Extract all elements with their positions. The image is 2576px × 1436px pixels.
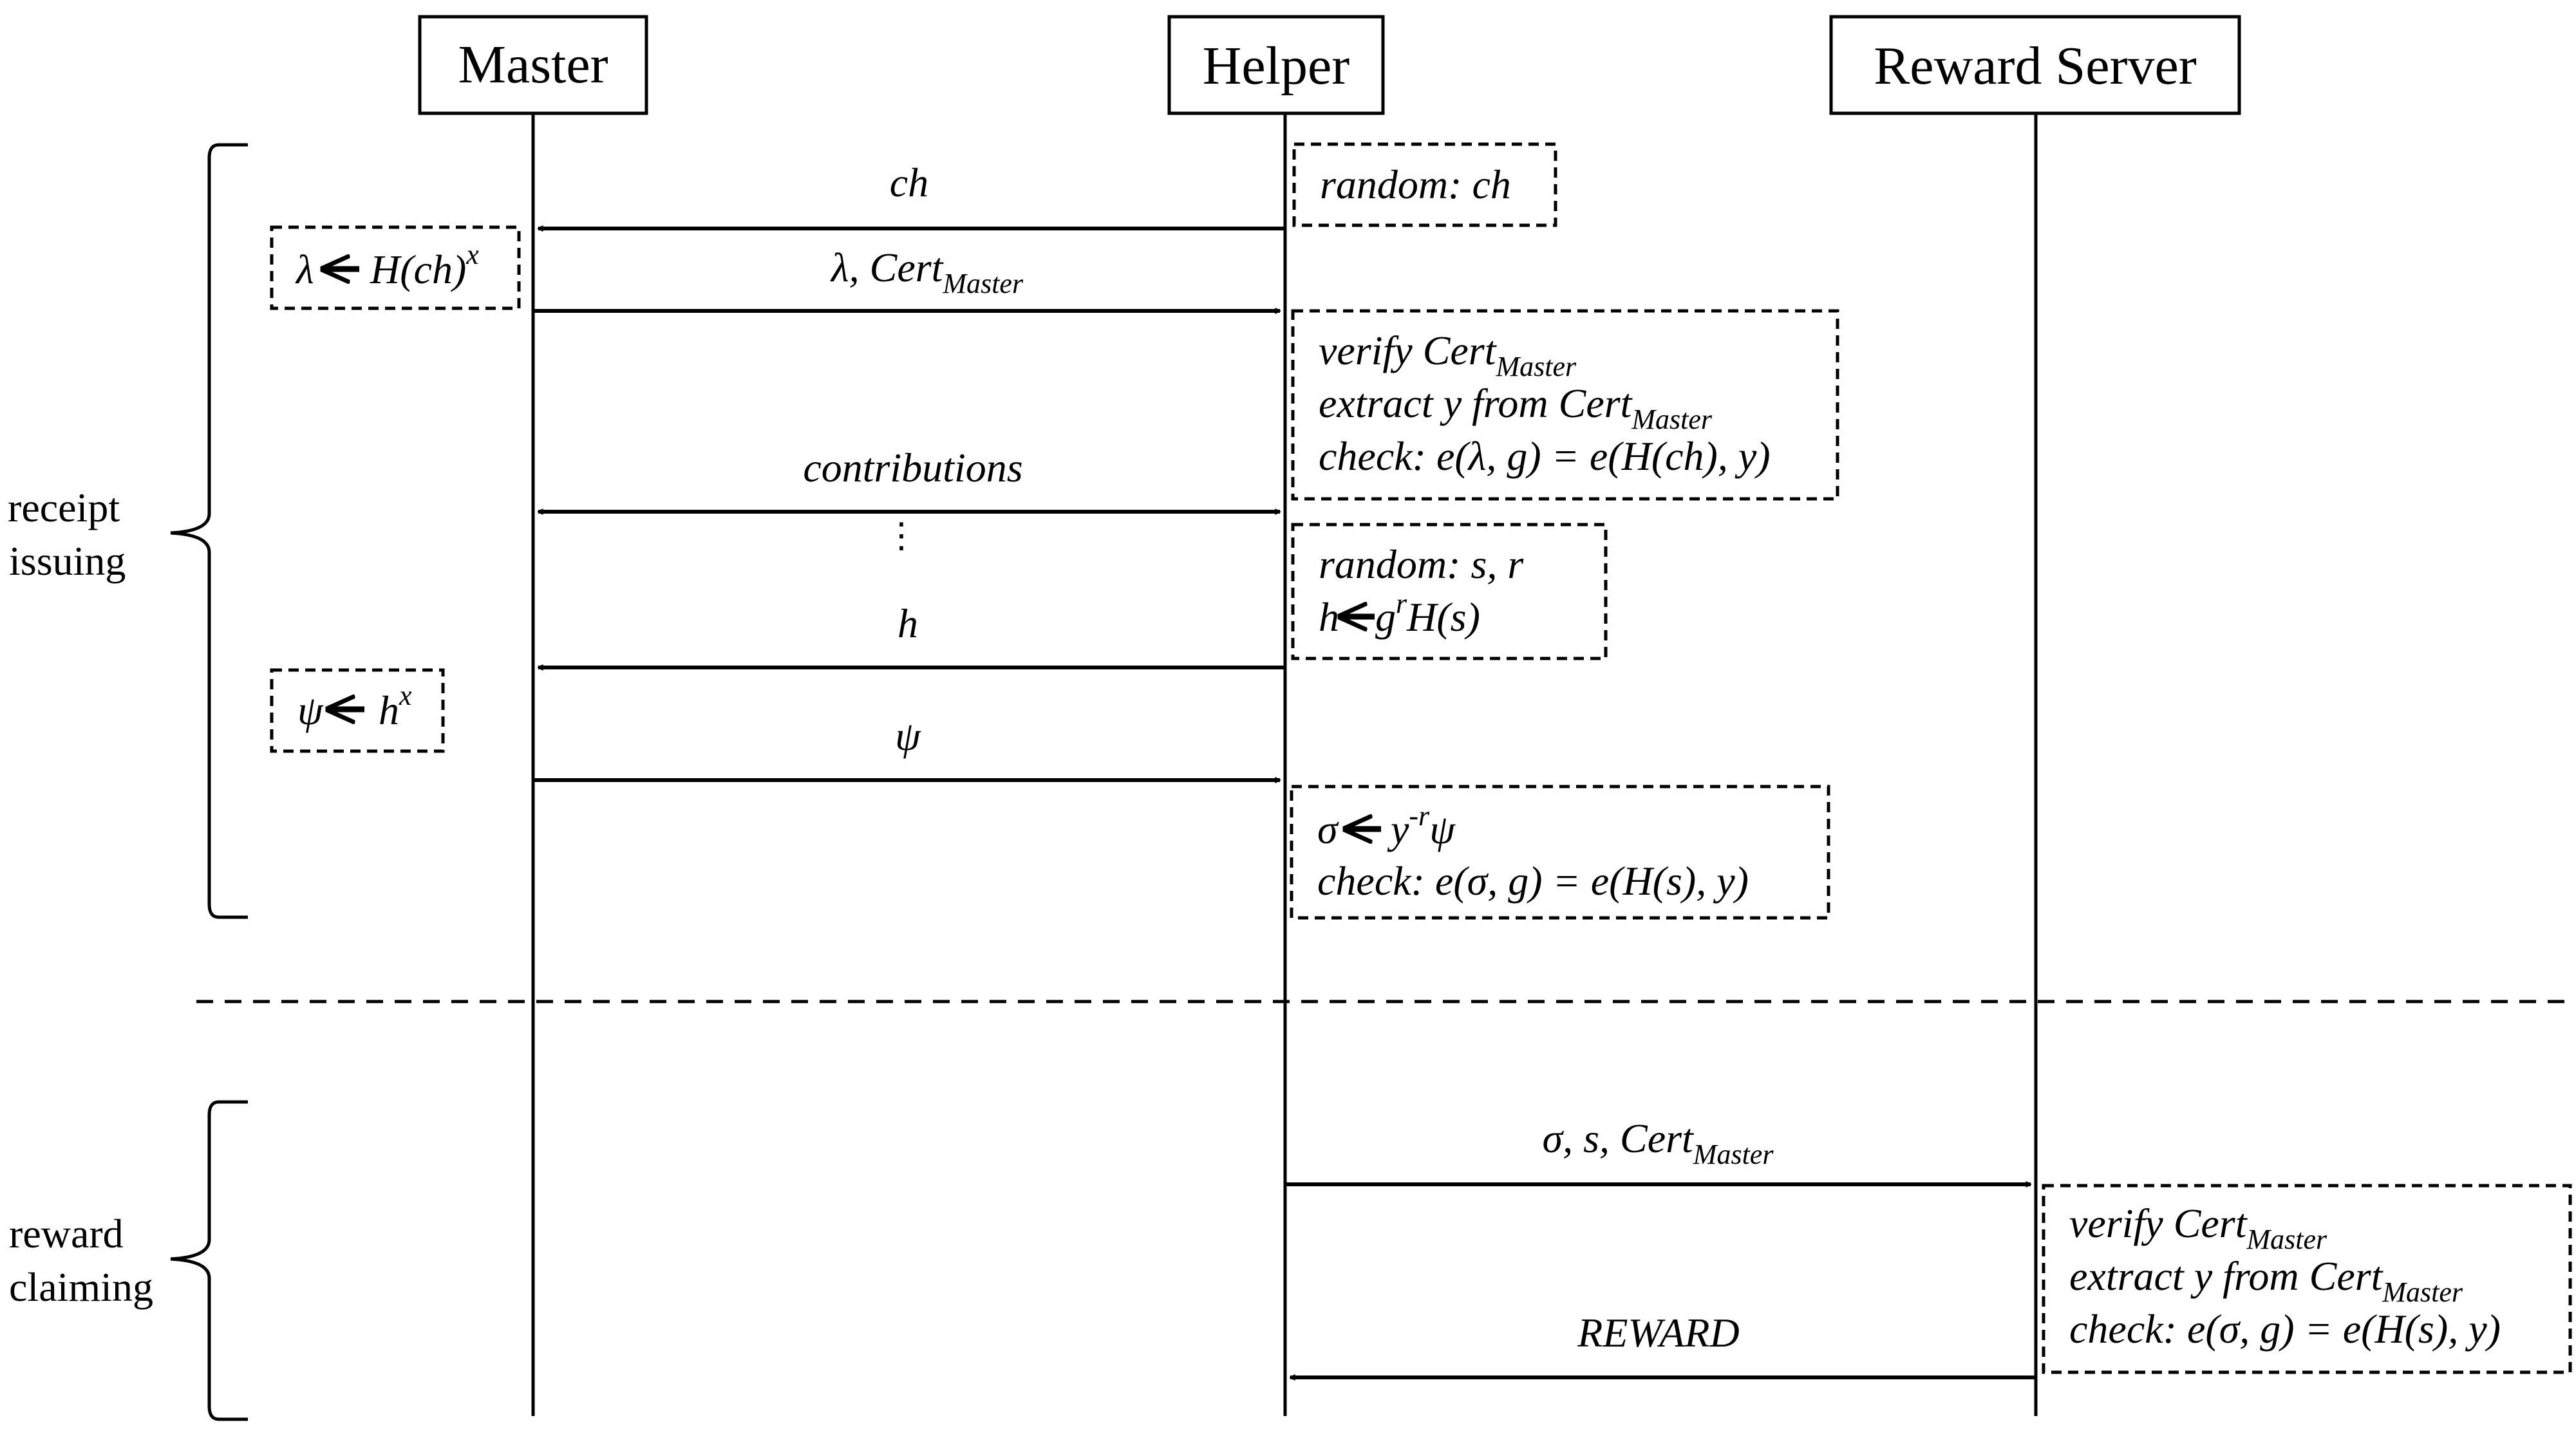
msg-ellipsis: ⋮: [884, 516, 919, 555]
svg-text:random: s, r: random: s, r: [1319, 541, 1524, 587]
svg-text:extract y from CertMaster: extract y from CertMaster: [2069, 1253, 2463, 1308]
phase-label-reward: reward: [9, 1211, 124, 1256]
phase-label-issuing: issuing: [9, 538, 126, 584]
note-random-sr: random: s, r h grH(s): [1291, 523, 1608, 660]
actor-master-label: Master: [458, 35, 608, 95]
msg-sigma-s-cert: σ, s, CertMaster: [1543, 1115, 1774, 1170]
brace-reward-claiming: [170, 1100, 248, 1421]
note-sigma-calc: σ y-rψ check: e(σ, g) = e(H(s), y): [1290, 785, 1830, 920]
svg-text:σ: σ: [1317, 807, 1339, 852]
svg-text:random: ch: random: ch: [1320, 162, 1511, 207]
msg-psi: ψ: [895, 713, 921, 759]
svg-text:check: e(σ, g) = e(H(s), y): check: e(σ, g) = e(H(s), y): [2069, 1306, 2501, 1352]
svg-text:extract y from CertMaster: extract y from CertMaster: [1319, 380, 1713, 435]
msg-ch: ch: [890, 160, 928, 205]
svg-text:hx: hx: [379, 680, 412, 733]
msg-lambda-cert: λ, CertMaster: [830, 245, 1024, 299]
svg-text:check: e(λ, g) = e(H(ch), y): check: e(λ, g) = e(H(ch), y): [1319, 433, 1771, 479]
actor-reward-server: Reward Server: [1829, 15, 2241, 115]
note-random-ch: random: ch: [1292, 142, 1557, 227]
brace-receipt-issuing: [170, 143, 248, 919]
note-psi-calc: ψ hx: [270, 668, 445, 753]
actor-reward-server-label: Reward Server: [1874, 36, 2196, 96]
svg-text:check: e(σ, g) = e(H(s), y): check: e(σ, g) = e(H(s), y): [1317, 858, 1749, 904]
actor-helper: Helper: [1167, 15, 1385, 115]
msg-reward: REWARD: [1577, 1310, 1739, 1356]
actor-helper-label: Helper: [1203, 36, 1350, 96]
phase-label-receipt: receipt: [8, 485, 120, 530]
svg-text:H(ch)x: H(ch)x: [370, 239, 479, 292]
svg-text:verify CertMaster: verify CertMaster: [1319, 328, 1577, 382]
phase-label-claiming: claiming: [9, 1264, 153, 1310]
msg-contributions: contributions: [803, 445, 1022, 490]
note-lambda-calc: λ H(ch)x: [270, 225, 521, 310]
svg-text:ψ: ψ: [297, 687, 324, 733]
note-verify-2: verify CertMaster extract y from CertMas…: [2042, 1184, 2572, 1374]
svg-text:grH(s): grH(s): [1375, 588, 1480, 640]
svg-text:λ: λ: [295, 247, 314, 292]
svg-text:verify CertMaster: verify CertMaster: [2069, 1200, 2327, 1255]
actor-master: Master: [418, 15, 648, 115]
svg-text:y-rψ: y-rψ: [1387, 800, 1456, 852]
msg-h: h: [898, 601, 918, 646]
svg-text:h: h: [1319, 594, 1339, 640]
note-verify-1: verify CertMaster extract y from CertMas…: [1291, 309, 1839, 501]
